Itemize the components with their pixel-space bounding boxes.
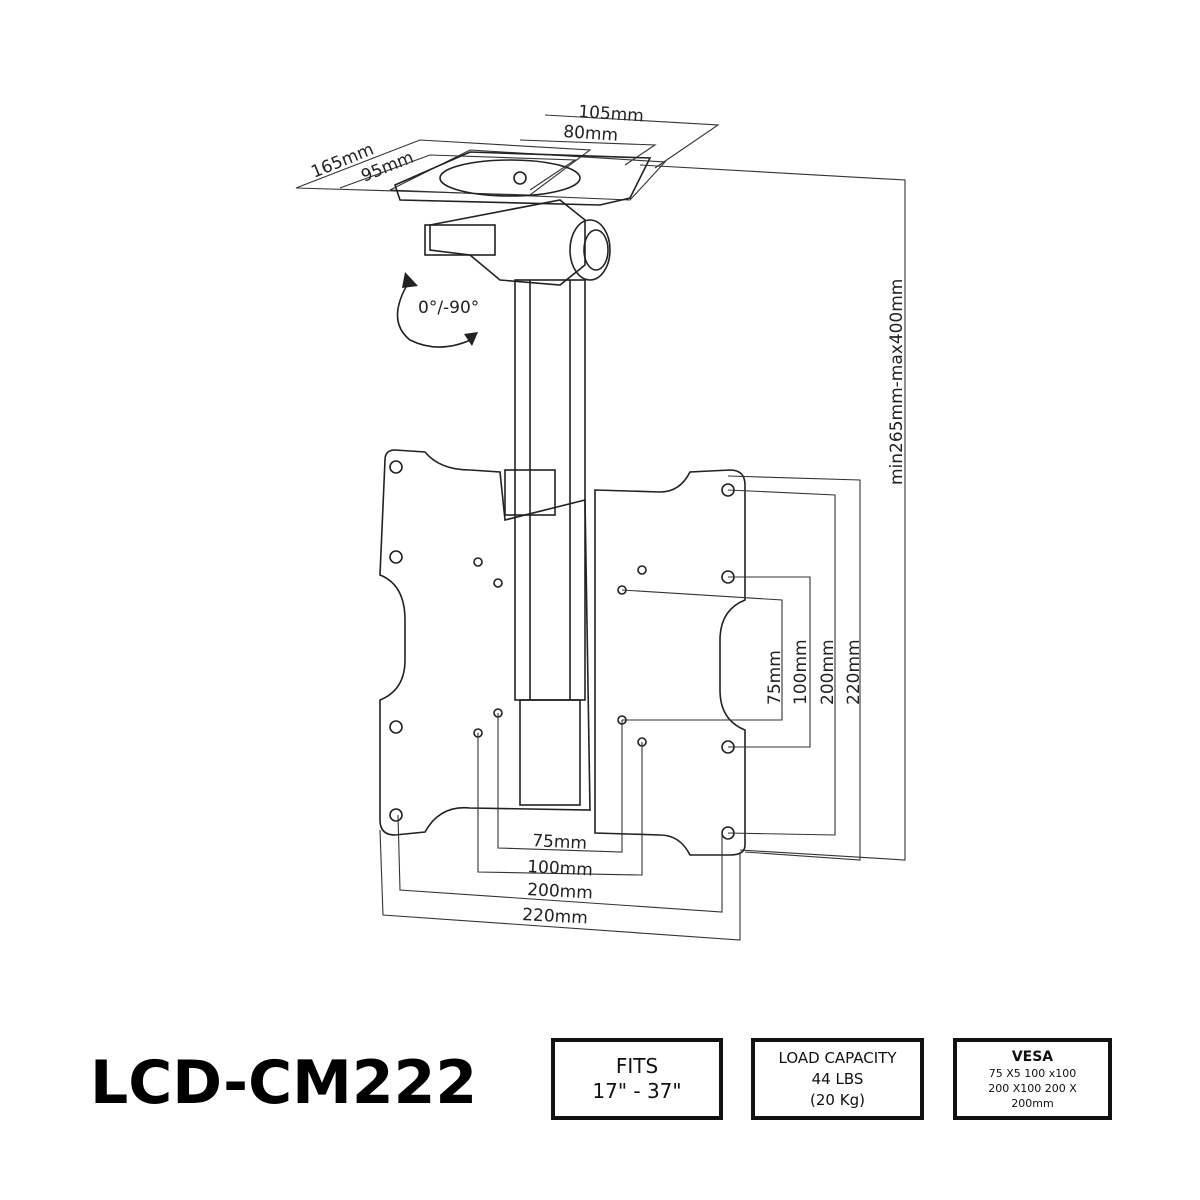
fits-range: 17" - 37" [592,1079,682,1103]
tilt-arrow-icon [396,272,478,348]
vesa-title: VESA [1011,1048,1054,1065]
vertical-dimension-lines [621,475,861,861]
fits-label: FITS [615,1054,659,1078]
vesa-plate-left [379,449,591,836]
vesa-plate-right [594,469,746,856]
tilt-head [424,199,611,286]
vesa-line-3: 200mm [1011,1096,1054,1110]
spec-vesa: VESA 75 X5 100 x100 200 X100 200 X 200mm [953,1038,1112,1120]
vesa-line-2: 200 X100 200 X [988,1081,1077,1095]
vesa-line-1: 75 X5 100 x100 [988,1066,1077,1080]
dim-v-200mm: 200mm [818,639,838,705]
dim-h-100mm: 100mm [527,857,594,880]
dim-v-75mm: 75mm [765,650,785,705]
dim-height-range: min265mm-max400mm [887,279,907,485]
load-lbs: 44 LBS [811,1069,864,1088]
dim-h-220mm: 220mm [522,905,589,928]
horizontal-dimension-lines [379,713,741,941]
dim-h-75mm: 75mm [532,831,588,854]
spec-load-capacity: LOAD CAPACITY 44 LBS (20 Kg) [751,1038,924,1120]
extension-column [504,279,586,806]
dim-h-200mm: 200mm [527,880,594,903]
dim-105mm: 105mm [578,102,645,127]
model-number: LCD-CM222 [90,1048,478,1118]
spec-fits: FITS 17" - 37" [551,1038,723,1120]
tilt-label: 0°/-90° [418,298,479,318]
load-label: LOAD CAPACITY [778,1048,897,1067]
load-kg: (20 Kg) [810,1090,865,1109]
dim-v-220mm: 220mm [844,639,864,705]
ceiling-plate [295,114,906,861]
dim-80mm: 80mm [563,122,619,146]
dim-v-100mm: 100mm [791,639,811,705]
